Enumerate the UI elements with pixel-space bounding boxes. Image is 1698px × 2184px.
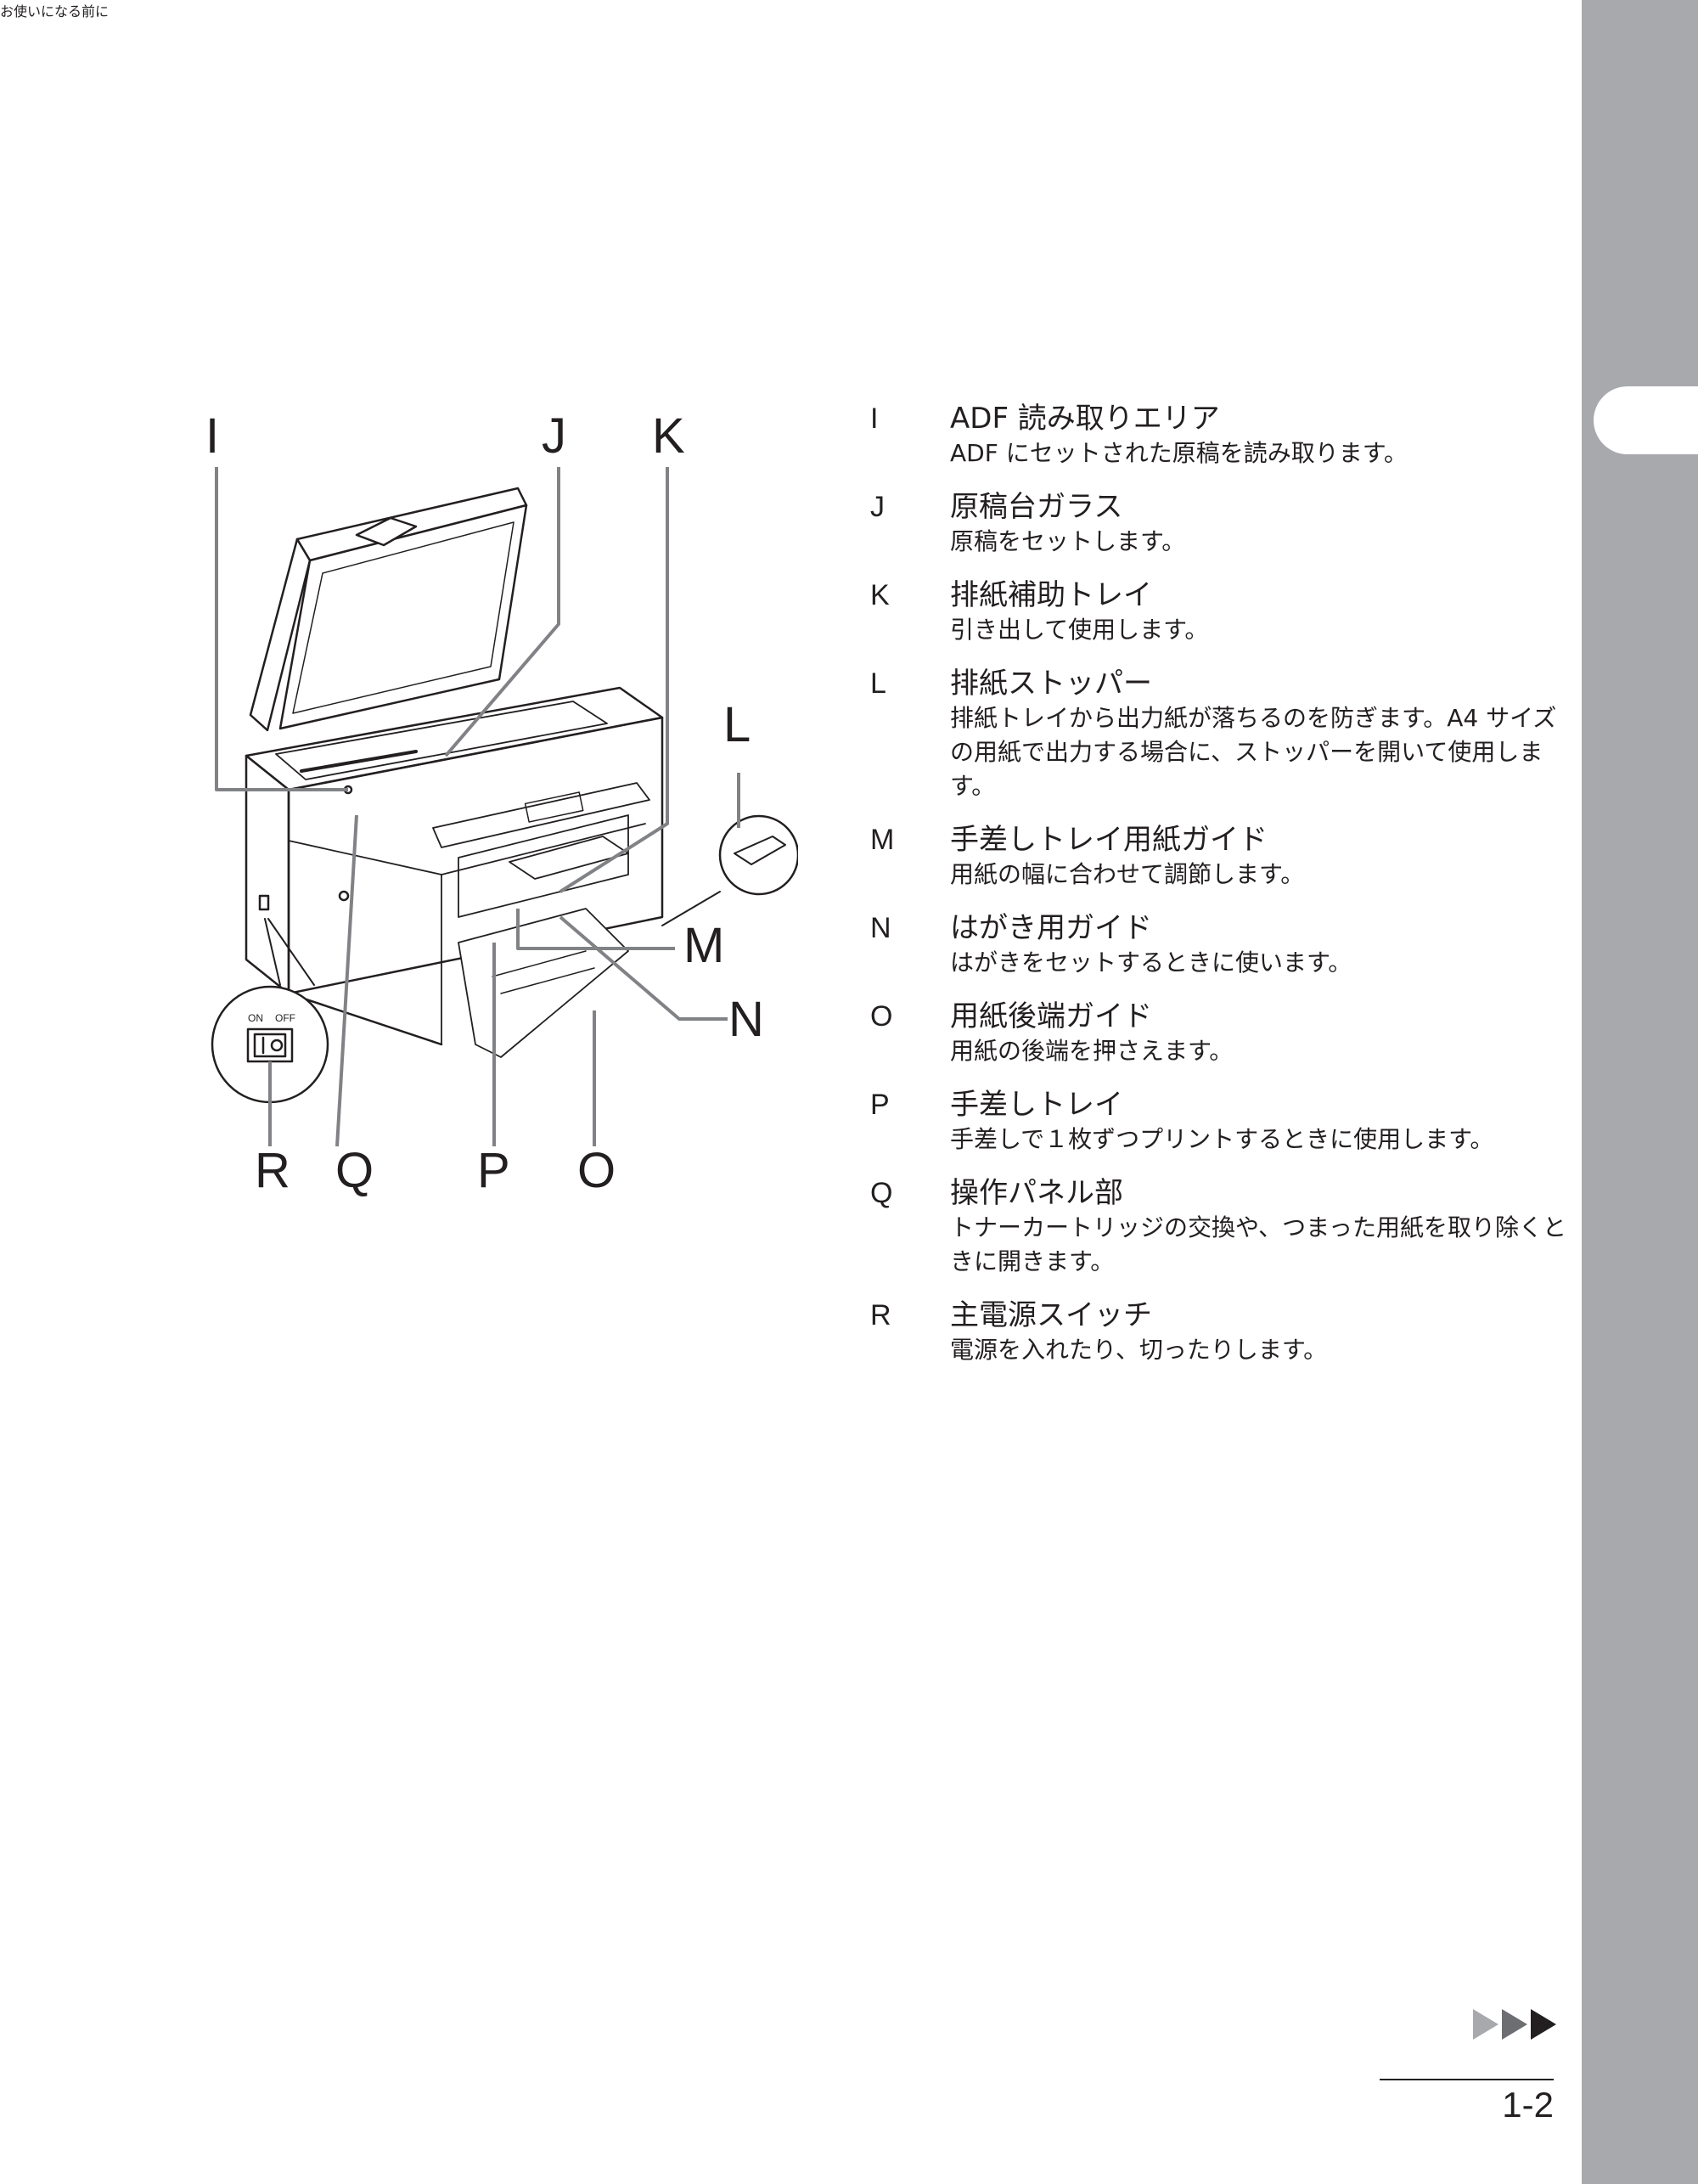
callout-n: N xyxy=(728,992,764,1047)
part-entry-m: M 手差しトレイ用紙ガイド 用紙の幅に合わせて調節します。 xyxy=(870,822,1575,892)
parts-list: I ADF 読み取りエリア ADF にセットされた原稿を読み取ります。 J 原稿… xyxy=(870,401,1575,1386)
switch-on-label: ON xyxy=(248,1012,263,1024)
part-letter: N xyxy=(870,912,891,944)
part-name: 操作パネル部 xyxy=(950,1176,1123,1210)
part-description: はがきをセットするときに使います。 xyxy=(950,948,1352,977)
part-letter: R xyxy=(870,1299,891,1331)
part-letter: P xyxy=(870,1089,890,1121)
chapter-title: お使いになる前に xyxy=(0,3,110,20)
part-letter: L xyxy=(870,667,886,700)
callout-i: I xyxy=(205,408,220,464)
part-letter: K xyxy=(870,579,890,611)
part-name: 排紙ストッパー xyxy=(950,667,1152,701)
page-number: 1-2 xyxy=(1502,2085,1554,2125)
part-description: 用紙の幅に合わせて調節します。 xyxy=(950,860,1305,888)
part-entry-p: P 手差しトレイ 手差しで１枚ずつプリントするときに使用します。 xyxy=(870,1087,1575,1157)
part-description: 手差しで１枚ずつプリントするときに使用します。 xyxy=(950,1125,1494,1153)
part-letter: J xyxy=(870,491,885,523)
part-entry-l: L 排紙ストッパー 排紙トレイから出力紙が落ちるのを防ぎます。A4 サイズの用紙… xyxy=(870,666,1575,803)
part-name: 原稿台ガラス xyxy=(950,490,1123,524)
part-entry-o: O 用紙後端ガイド 用紙の後端を押さえます。 xyxy=(870,999,1575,1068)
part-name: 排紙補助トレイ xyxy=(950,578,1152,612)
callout-o: O xyxy=(577,1143,616,1198)
part-letter: I xyxy=(870,402,879,435)
part-name: 主電源スイッチ xyxy=(950,1298,1152,1332)
printer-illustration: ON OFF xyxy=(211,467,800,1147)
callout-k: K xyxy=(652,408,685,464)
part-name: はがき用ガイド xyxy=(950,911,1152,945)
part-entry-i: I ADF 読み取りエリア ADF にセットされた原稿を読み取ります。 xyxy=(870,401,1575,470)
part-description: 用紙の後端を押さえます。 xyxy=(950,1037,1234,1065)
part-letter: O xyxy=(870,1000,893,1033)
part-entry-j: J 原稿台ガラス 原稿をセットします。 xyxy=(870,489,1575,559)
footer-rule xyxy=(1380,2079,1554,2080)
callout-q: Q xyxy=(335,1143,374,1198)
part-name: 手差しトレイ xyxy=(950,1088,1123,1122)
triple-arrow-right-icon xyxy=(1473,2009,1556,2040)
part-description: 原稿をセットします。 xyxy=(950,527,1186,555)
switch-off-label: OFF xyxy=(275,1012,295,1024)
callout-p: P xyxy=(477,1143,510,1198)
callout-m: M xyxy=(683,918,725,973)
printer-diagram: ON OFF I J K L M N O P Q R xyxy=(187,399,800,1214)
chapter-side-tab xyxy=(1582,0,1698,2184)
part-description: 引き出して使用します。 xyxy=(950,616,1209,644)
part-name: 用紙後端ガイド xyxy=(950,999,1152,1033)
callout-j: J xyxy=(542,408,566,464)
part-description: ADF にセットされた原稿を読み取ります。 xyxy=(950,439,1408,467)
part-name: 手差しトレイ用紙ガイド xyxy=(950,823,1268,857)
chapter-tab-marker xyxy=(1594,386,1698,454)
part-entry-n: N はがき用ガイド はがきをセットするときに使います。 xyxy=(870,910,1575,980)
part-letter: Q xyxy=(870,1177,893,1209)
part-entry-k: K 排紙補助トレイ 引き出して使用します。 xyxy=(870,577,1575,647)
callout-l: L xyxy=(723,697,751,752)
part-entry-q: Q 操作パネル部 トナーカートリッジの交換や、つまった用紙を取り除くときに開きま… xyxy=(870,1175,1575,1279)
part-name: ADF 読み取りエリア xyxy=(950,402,1220,436)
part-description: トナーカートリッジの交換や、つまった用紙を取り除くときに開きます。 xyxy=(950,1213,1567,1275)
part-entry-r: R 主電源スイッチ 電源を入れたり、切ったりします。 xyxy=(870,1297,1575,1367)
part-description: 排紙トレイから出力紙が落ちるのを防ぎます。A4 サイズの用紙で出力する場合に、ス… xyxy=(950,704,1557,800)
part-description: 電源を入れたり、切ったりします。 xyxy=(950,1336,1328,1364)
callout-r: R xyxy=(255,1143,290,1198)
part-letter: M xyxy=(870,824,895,856)
